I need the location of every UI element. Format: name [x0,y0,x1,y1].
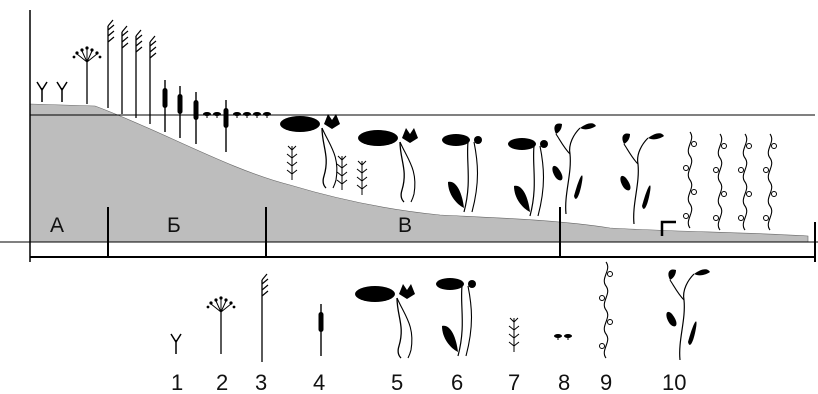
lake-bottom-profile [30,104,808,242]
pondweed-icon [600,262,613,358]
submerged-plant-icon [337,156,347,190]
reed-icon [136,30,142,118]
tall-submerged-plant-icon [552,123,596,214]
legend-number: 1 [171,370,183,394]
zone-label-v: В [398,214,412,237]
cattail-icon [178,86,183,138]
submerged-plant-icon [509,318,519,352]
pondweed-icon [714,134,727,230]
umbel-plant-icon [207,296,236,354]
cattail-icon [224,100,229,152]
small-fork-plant-icon [37,82,47,102]
reed-icon [122,26,128,114]
zone-label-b: Б [167,214,181,237]
legend-number: 2 [216,370,228,394]
reed-icon [150,36,156,124]
umbel-plant-icon [73,46,102,104]
small-fork-plant-icon [171,334,181,354]
cattail-icon [163,80,168,132]
legend-number: 8 [558,370,570,394]
small-fork-plant-icon [57,82,67,102]
tall-submerged-plant-icon [666,269,710,360]
legend-number: 9 [600,370,612,394]
submerged-plant-icon [287,146,297,180]
reed-icon [262,274,268,362]
cattail-icon [319,304,324,356]
submerged-plant-icon [357,161,367,195]
legend-number: 6 [451,370,463,394]
pond-lily-icon [442,134,482,212]
legend-number: 3 [255,370,267,394]
water-lily-icon [280,114,340,188]
reed-icon [108,20,114,108]
pond-lily-icon [436,278,476,356]
legend-number: 4 [313,370,325,394]
pondweed-icon [684,132,697,228]
cattail-icon [194,92,199,144]
pondweed-icon [739,134,752,230]
water-lily-icon [355,284,415,358]
pond-lily-icon [508,138,548,216]
water-lily-icon [358,128,418,202]
pondweed-icon [764,134,777,230]
zone-label-a: А [50,214,64,237]
legend-number: 5 [391,370,403,394]
legend-number: 10 [662,370,686,394]
tall-submerged-plant-icon [620,133,664,224]
legend-number: 7 [508,370,520,394]
floating-plant-icon [554,334,572,340]
legend: 1 2 3 4 5 6 7 8 9 10 [171,262,710,394]
